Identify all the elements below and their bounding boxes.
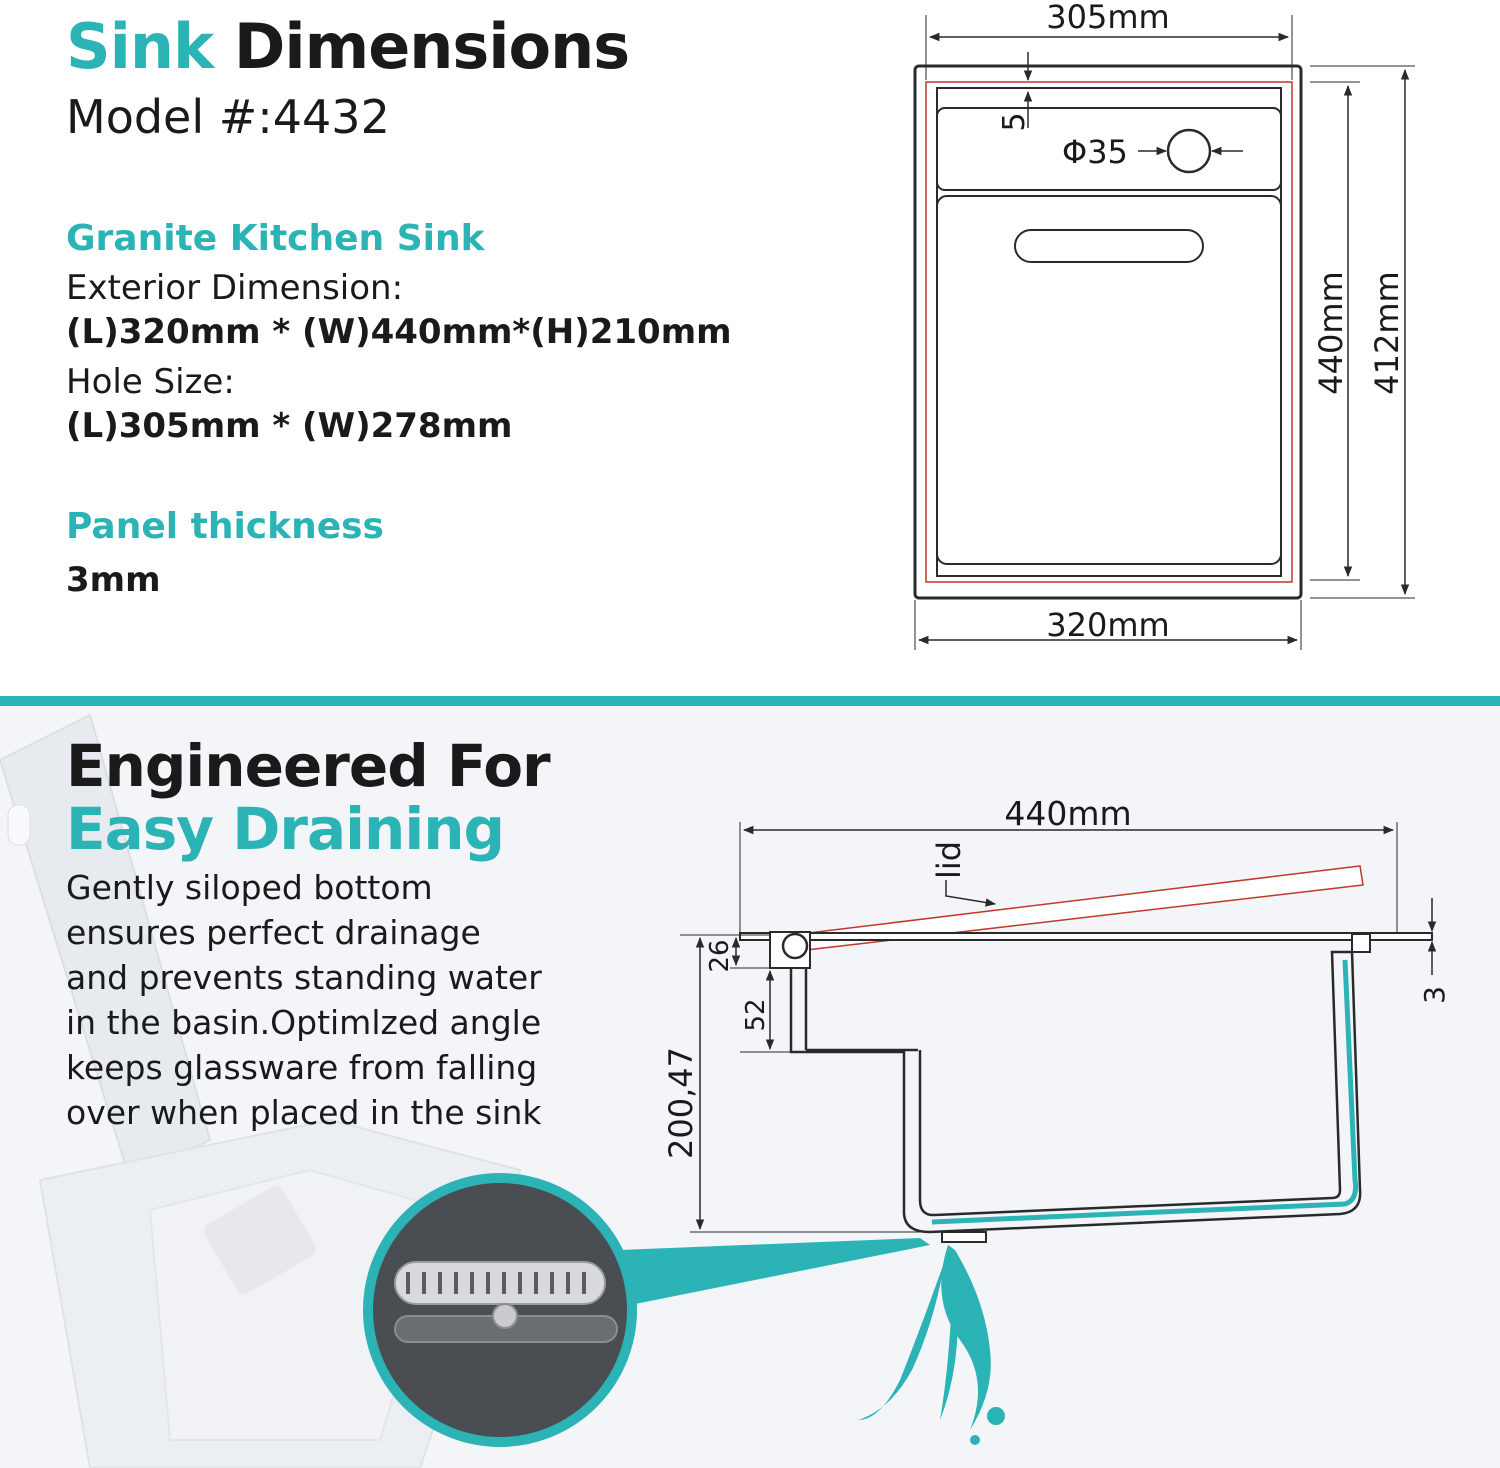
drain-diameter-label: Φ35 [1062,133,1128,171]
model-number: Model #:4432 [66,90,390,144]
dim-52-label: 52 [741,998,771,1031]
drain-knob-icon [492,1303,518,1329]
side-width-label: 440mm [1004,794,1131,833]
dim-3-label: 3 [1418,986,1451,1004]
callout-pointer [620,1238,930,1305]
sink-lid-photo [0,713,212,1182]
drain-grate-icon [394,1261,606,1305]
top-width-label: 305mm [1046,0,1169,36]
product-heading: Granite Kitchen Sink [66,218,485,259]
description-line: ensures perfect drainage [66,913,481,952]
hole-value: (L)305mm * (W)278mm [66,406,513,446]
draining-heading-line1: Engineered For [66,732,551,800]
hole-outline [925,81,1293,583]
draining-heading-line2: Easy Draining [66,795,505,863]
inner-height-label: 440mm [1312,271,1350,394]
water-drop-icon [987,1407,1005,1425]
panel-heading: Panel thickness [66,506,384,547]
draining-description: Gently siloped bottom ensures perfect dr… [66,865,626,1135]
water-drop-icon [970,1435,980,1445]
sink-flange [739,932,1433,941]
dim-depth-label: 200,47 [662,1047,700,1159]
description-line: keeps glassware from falling [66,1048,538,1087]
exterior-value: (L)320mm * (W)440mm*(H)210mm [66,312,732,352]
bottom-width-label: 320mm [1046,606,1169,644]
water-stream [941,1245,991,1430]
edge-gap-label: 5 [997,112,1032,131]
sink-body-profile [789,950,1362,1234]
lid-handle [1014,229,1204,263]
description-line: Gently siloped bottom [66,868,433,907]
exterior-label: Exterior Dimension: [66,268,404,308]
section-divider [0,696,1500,706]
description-line: in the basin.Optimlzed angle [66,1003,542,1042]
title-rest: Dimensions [233,10,630,83]
lid-label: lid [930,841,968,879]
title-accent: Sink [66,10,214,83]
outer-height-label: 412mm [1368,271,1406,394]
sloped-bottom-highlight [931,959,1358,1225]
lid-panel [936,195,1282,565]
drain-hole-icon [1166,128,1212,174]
lid-handle-photo [7,804,31,846]
description-line: over when placed in the sink [66,1093,542,1132]
hole-label: Hole Size: [66,362,235,402]
hinge-icon [781,932,809,960]
top-view-diagram: Φ35 305mm 5 320mm 440mm 412mm [913,0,1415,650]
page-title: Sink Dimensions [66,10,630,83]
drain-outlet [941,1231,987,1243]
description-line: and prevents standing water [66,958,542,997]
dim-26-label: 26 [705,939,735,972]
panel-value: 3mm [66,560,161,600]
